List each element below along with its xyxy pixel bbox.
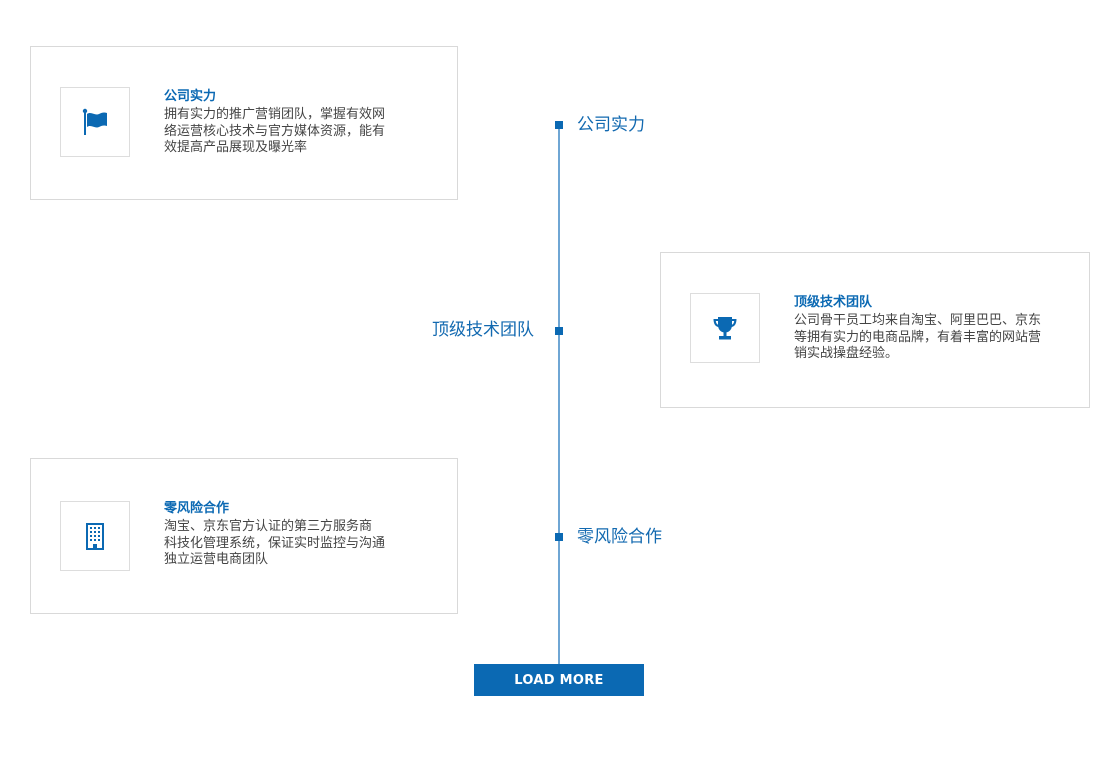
feature-card-company-strength: 公司实力 拥有实力的推广营销团队，掌握有效网 络运营核心技术与官方媒体资源，能有… — [30, 46, 458, 200]
feature-icon-box — [60, 501, 130, 571]
card-description: 公司骨干员工均来自淘宝、阿里巴巴、京东 等拥有实力的电商品牌，有着丰富的网站营 … — [794, 313, 1042, 361]
building-icon — [86, 523, 104, 550]
trophy-icon — [713, 317, 737, 340]
feature-icon-box — [60, 87, 130, 157]
timeline-label-top-tech-team[interactable]: 顶级技术团队 — [432, 320, 534, 340]
card-title: 零风险合作 — [164, 501, 230, 516]
timeline-dot — [555, 121, 563, 129]
flag-icon — [82, 108, 107, 135]
feature-card-top-tech-team: 顶级技术团队 公司骨干员工均来自淘宝、阿里巴巴、京东 等拥有实力的电商品牌，有着… — [660, 252, 1090, 408]
load-more-button[interactable]: LOAD MORE — [474, 664, 644, 696]
timeline-line — [558, 124, 560, 664]
timeline-dot — [555, 533, 563, 541]
card-description: 淘宝、京东官方认证的第三方服务商 科技化管理系统，保证实时监控与沟通 独立运营电… — [164, 519, 386, 567]
card-title: 公司实力 — [164, 89, 217, 104]
feature-icon-box — [690, 293, 760, 363]
card-title: 顶级技术团队 — [794, 295, 873, 310]
card-description: 拥有实力的推广营销团队，掌握有效网 络运营核心技术与官方媒体资源，能有 效提高产… — [164, 107, 386, 155]
timeline-dot — [555, 327, 563, 335]
timeline-label-zero-risk[interactable]: 零风险合作 — [577, 527, 662, 547]
timeline-label-company-strength[interactable]: 公司实力 — [577, 115, 645, 135]
feature-card-zero-risk: 零风险合作 淘宝、京东官方认证的第三方服务商 科技化管理系统，保证实时监控与沟通… — [30, 458, 458, 614]
